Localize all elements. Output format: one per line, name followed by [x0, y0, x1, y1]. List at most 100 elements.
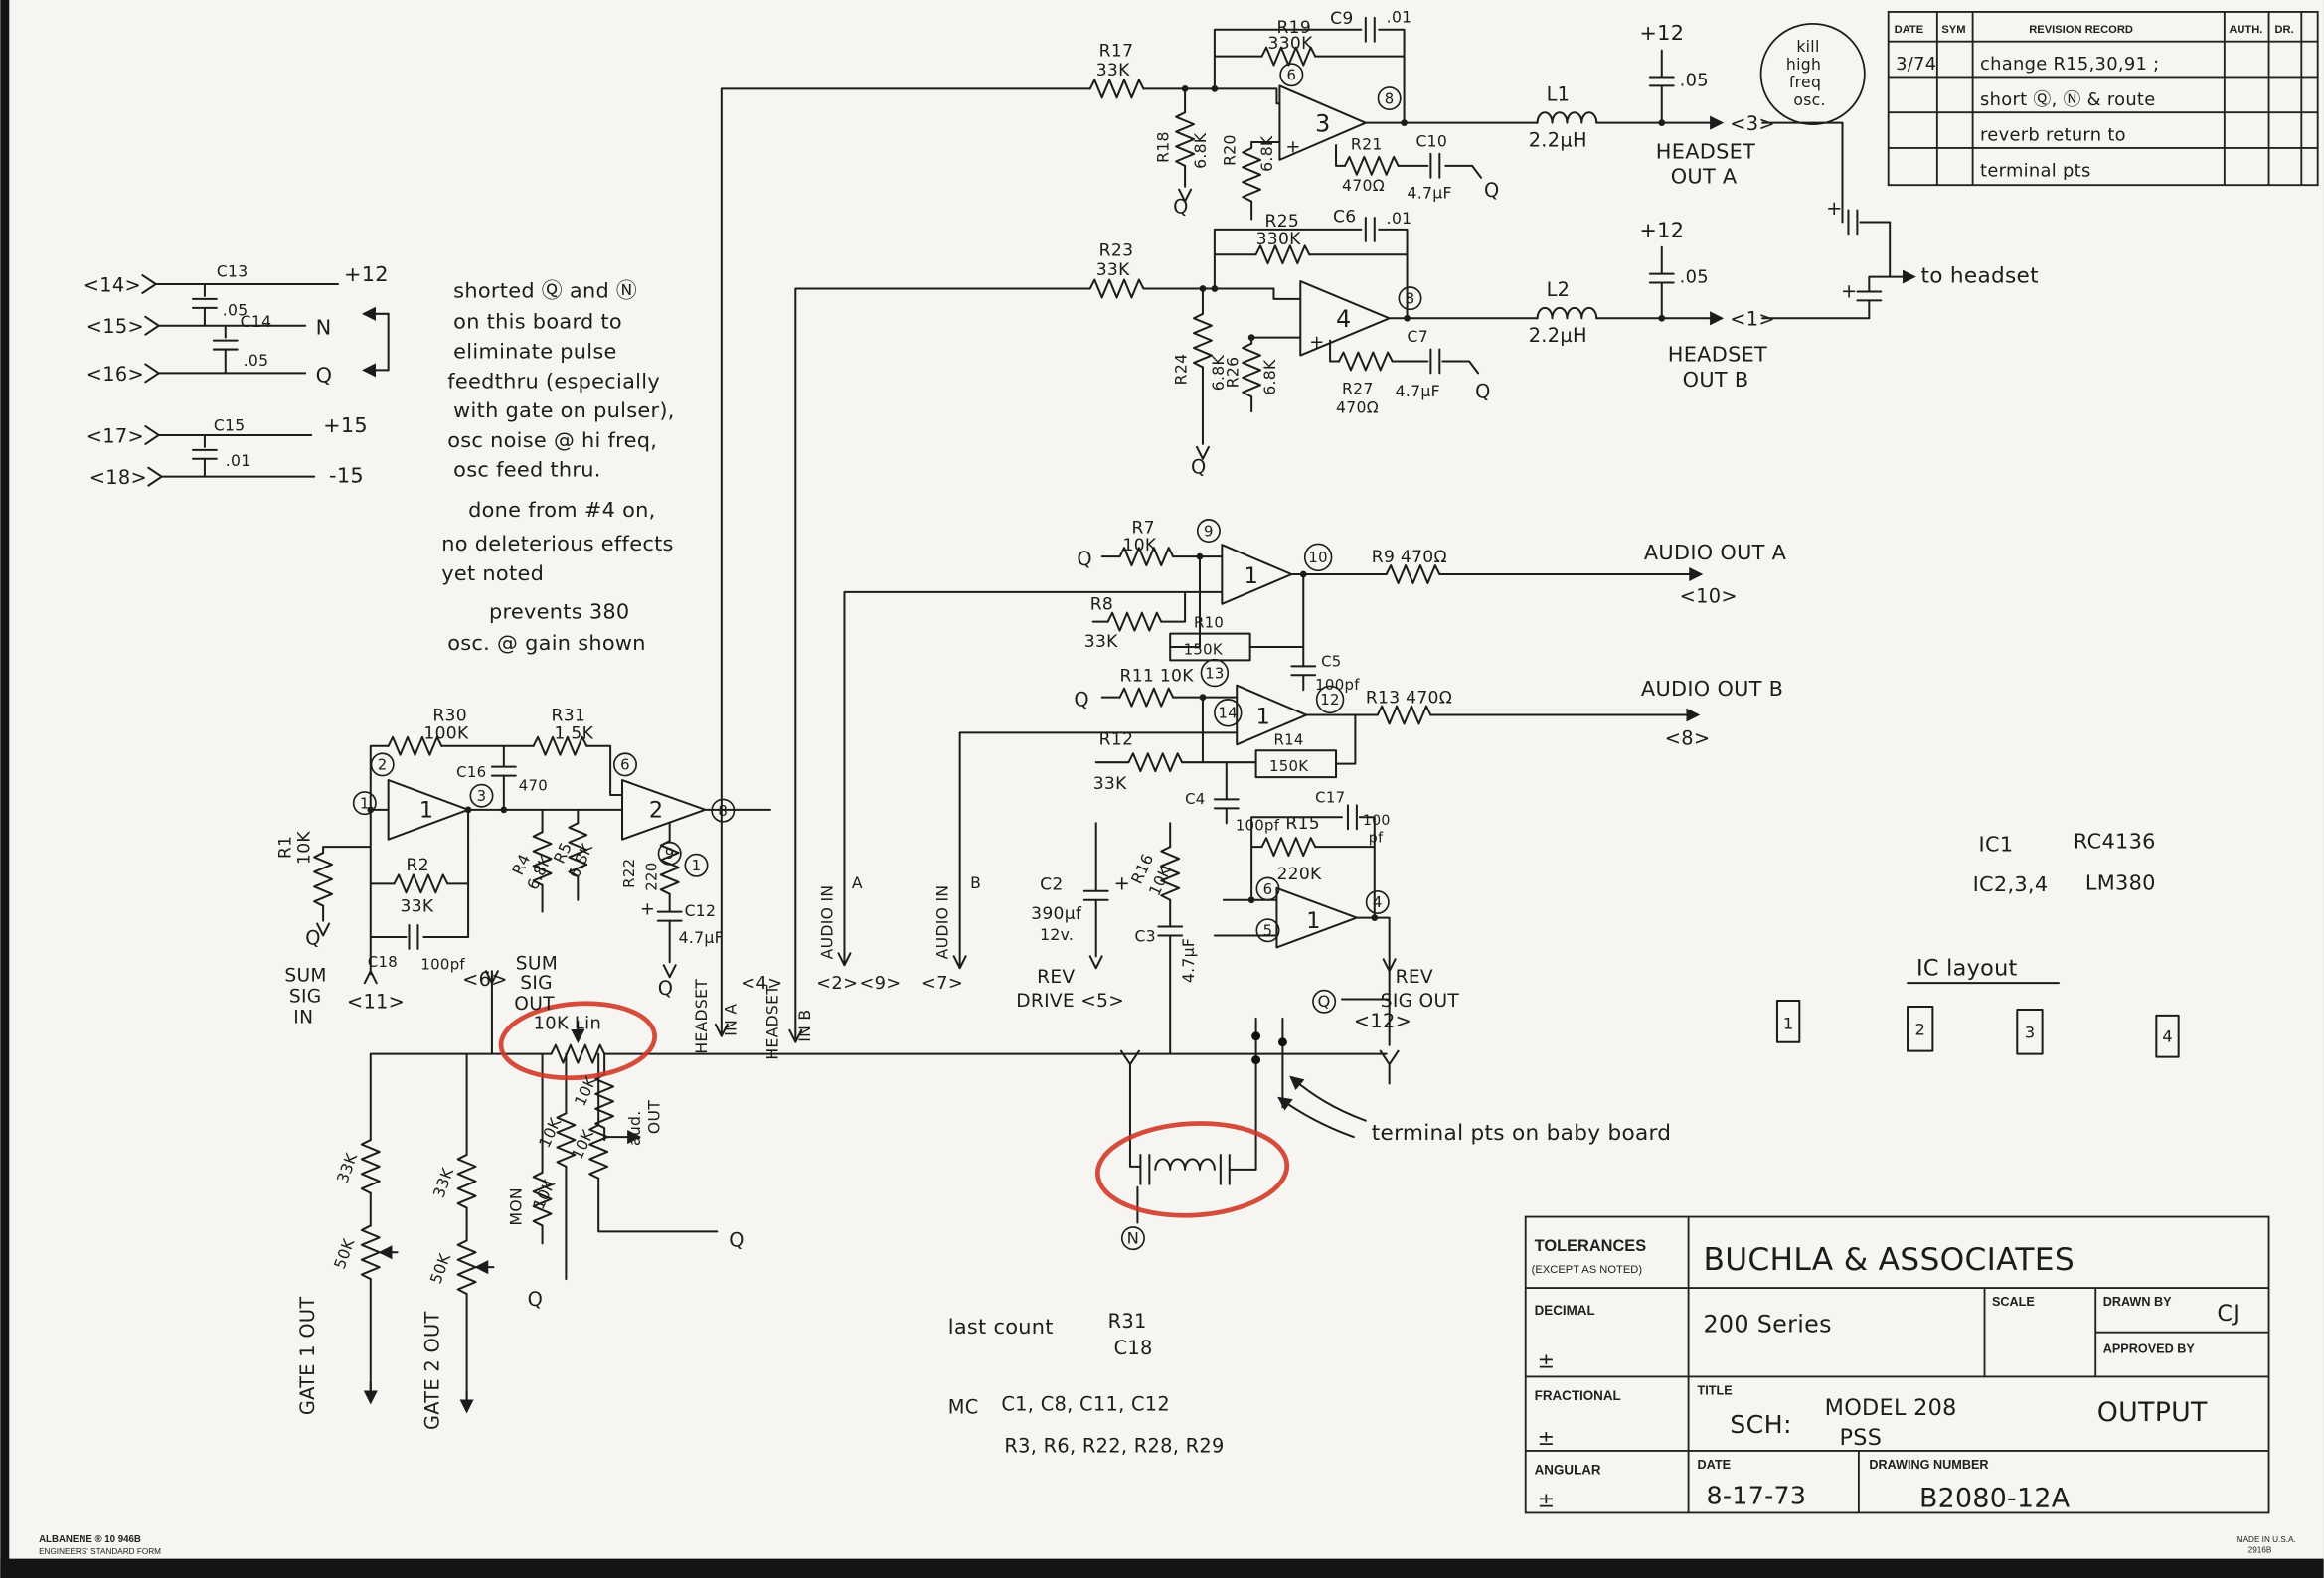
schematic-label: R12 [1099, 729, 1134, 749]
revision-row-date: 3/74 [1896, 54, 1936, 75]
schematic-label: Q [528, 1288, 544, 1311]
schematic-label: 100pf [1315, 676, 1360, 694]
drawing-number: B2080-12A [1919, 1483, 2071, 1513]
pin-circle [469, 783, 494, 808]
schematic-label: 8 [718, 802, 728, 820]
schematic-label: L1 [1547, 82, 1571, 105]
schematic-label: .05 [1680, 70, 1709, 90]
pin-circle [1312, 989, 1337, 1014]
schematic-label: 1 [360, 794, 370, 812]
schematic-label: N [1127, 1228, 1140, 1247]
schematic-label: 2 [378, 756, 388, 774]
schematic-label: prevents 380 [489, 600, 630, 624]
schematic-label: 470 [519, 776, 548, 794]
pin-circle [1279, 63, 1304, 87]
schematic-label: 12v. [1040, 925, 1074, 944]
schematic-label: 470Ω [1342, 176, 1385, 195]
schematic-label: B [970, 873, 981, 892]
schematic-label: L2 [1547, 278, 1571, 301]
schematic-label: C18 [368, 953, 398, 971]
title-model: MODEL 208 [1825, 1395, 1957, 1421]
schematic-label: 2.2µH [1529, 128, 1587, 151]
schematic-label: 8 [1406, 289, 1415, 307]
schematic-label: R26 [1224, 357, 1243, 389]
schematic-label: 330K [1268, 34, 1314, 54]
schematic-label: last count [948, 1315, 1054, 1339]
drawn-by-label: DRAWN BY [2103, 1295, 2172, 1309]
schematic-label: IN [293, 1007, 313, 1027]
schematic-label: 330K [1256, 230, 1302, 249]
schematic-label: IC1 [1979, 833, 2014, 857]
schematic-label: SIG [520, 973, 553, 994]
schematic-label: <4> [741, 973, 782, 994]
schematic-label: aud. [625, 1110, 644, 1146]
revision-row-text: change R15,30,91 ; [1980, 54, 2159, 75]
schematic-label: C1, C8, C11, C12 [1001, 1393, 1170, 1416]
schematic-label: AUDIO OUT B [1641, 677, 1783, 701]
pin-circle [1196, 519, 1221, 544]
schematic-label: R3, R6, R22, R28, R29 [1004, 1434, 1224, 1457]
schematic-label: C16 [456, 763, 486, 781]
fractional-tolerance: ± [1538, 1426, 1556, 1450]
schematic-label: 1 [1256, 704, 1271, 729]
tolerances-label: TOLERANCES [1535, 1237, 1647, 1255]
schematic-label: 10K [295, 831, 315, 865]
schematic-label: C7 [1408, 327, 1428, 346]
schematic-label: HEADSET [692, 979, 711, 1054]
schematic-label: <2> [816, 973, 858, 994]
schematic-label: 33K [1096, 260, 1130, 280]
schematic-label: <9> [859, 973, 901, 994]
schematic-label: 9 [665, 845, 675, 863]
schematic-label: R22 [620, 859, 638, 888]
kill-note-circle [1759, 22, 1866, 126]
schematic-label: Q [1074, 689, 1089, 711]
schematic-label: AUDIO IN [933, 885, 952, 960]
schematic-label: IN B [795, 1010, 814, 1042]
schematic-label: MON [507, 1187, 526, 1225]
schematic-label: C5 [1321, 652, 1341, 670]
schematic-label: GATE 2 OUT [420, 1311, 443, 1430]
schematic-label: HEADSET [762, 985, 781, 1060]
schematic-label: + [640, 899, 655, 920]
schematic-label: Q [1173, 196, 1189, 219]
pin-circle [657, 841, 682, 866]
pin-circle [612, 752, 637, 777]
made-in: MADE IN U.S.A. [2237, 1535, 2296, 1544]
schematic-label: C18 [1114, 1337, 1153, 1359]
schematic-label: DRIVE <5> [1016, 991, 1124, 1012]
junction-dots [367, 85, 1666, 921]
schematic-label: high [1786, 55, 1821, 74]
schematic-label: C14 [241, 312, 272, 331]
schematic-label: 33K [1093, 774, 1127, 794]
drawn-by-initials: CJ [2217, 1301, 2240, 1327]
schematic-label: HEADSET [1656, 139, 1755, 163]
pin-circle [1255, 876, 1280, 901]
schematic-label: 33K [1084, 632, 1118, 652]
schematic-label: 10 [1308, 549, 1328, 566]
schematic-label: .05 [223, 300, 249, 319]
schematic-label: 150K [1269, 757, 1309, 775]
terminal-point-dots [1251, 1031, 1287, 1065]
schematic-label: OUT [644, 1100, 663, 1134]
schematic-label: R13 470Ω [1366, 689, 1452, 709]
schematic-label: on this board to [453, 310, 622, 334]
schematic-label: IC2,3,4 [1973, 872, 2049, 896]
schematic-label: Q [658, 977, 674, 1000]
schematic-label: 1 [1306, 908, 1321, 934]
schematic-label: C4 [1185, 790, 1205, 808]
schematic-label: 1 [419, 797, 434, 823]
schematic-label: R10 [1194, 614, 1224, 632]
schematic-label: 3 [477, 787, 487, 805]
r14-box [1254, 749, 1338, 779]
red-circle-terminal-pts [1094, 1121, 1290, 1218]
schematic-label: 100pf [1236, 817, 1280, 835]
schematic-label: R9 470Ω [1372, 548, 1447, 567]
schematic-label: 4.7µF [1408, 184, 1452, 203]
schematic-label: osc. [1793, 90, 1825, 109]
schematic-label: .01 [226, 451, 251, 470]
schematic-label: R2 [407, 856, 429, 875]
schematic-label: 1 [1783, 1014, 1794, 1032]
schematic-label: eliminate pulse [453, 340, 617, 364]
drawing-number-label: DRAWING NUMBER [1869, 1458, 1988, 1472]
